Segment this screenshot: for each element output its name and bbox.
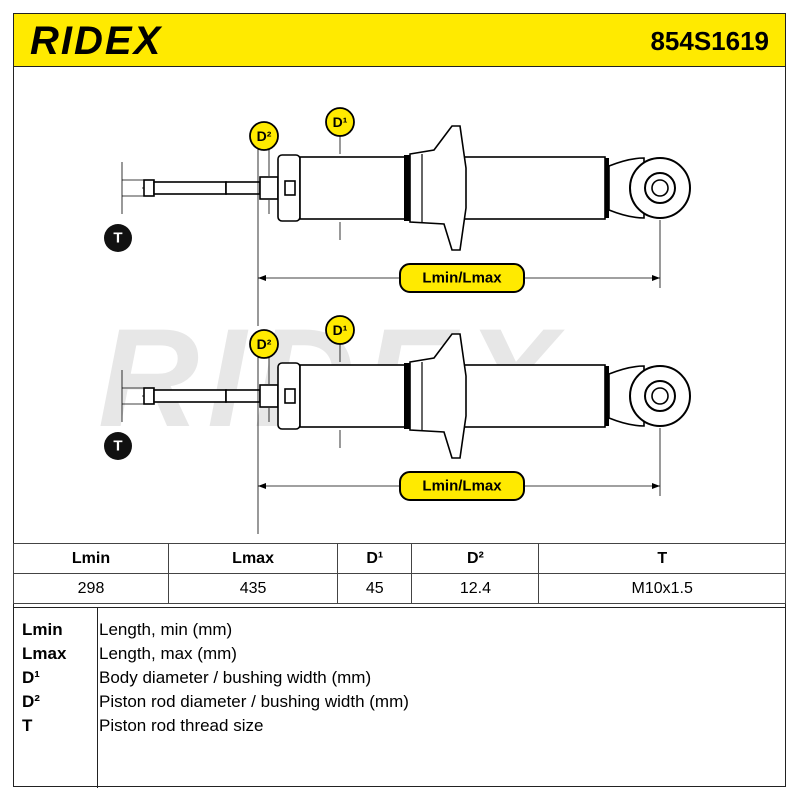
col-header-d1: D¹: [337, 543, 413, 574]
label-badge: [249, 121, 279, 151]
rod-nut: [259, 384, 279, 408]
mounting-bracket: [409, 125, 467, 251]
arrow-head: [652, 275, 660, 281]
arrow-head: [258, 275, 266, 281]
legend-key: T: [22, 716, 33, 735]
t-label: T: [104, 224, 132, 252]
body-band: [404, 155, 410, 221]
rod-tip: [143, 387, 155, 405]
d2-label-text: D²: [257, 336, 272, 352]
legend-item: D² Piston rod diameter / bushing width (…: [13, 692, 786, 716]
value-d1: 45: [337, 573, 413, 604]
length-label-text: Lmin/Lmax: [422, 478, 502, 495]
header-bar: RIDEX 854S1619: [13, 13, 786, 67]
d1-label: D¹: [325, 315, 355, 345]
col-header-lmax: Lmax: [167, 543, 339, 574]
eye-hole: [651, 179, 669, 197]
piston-rod: [225, 181, 261, 195]
cap-insert: [284, 180, 296, 196]
eye-hole: [651, 387, 669, 405]
legend-item: T Piston rod thread size: [13, 716, 786, 740]
label-badge: [325, 107, 355, 137]
piston-rod-thread: [153, 181, 227, 195]
d2-label-text: D²: [257, 128, 272, 144]
label-badge: [249, 329, 279, 359]
legend-desc: Length, max (mm): [99, 644, 237, 663]
d1-label: D¹: [325, 107, 355, 137]
legend: Lmin Length, min (mm) Lmax Length, max (…: [13, 607, 786, 788]
rod-nut: [259, 176, 279, 200]
shock-absorber-bottom: T D² D¹ Lmin/Lmax: [104, 315, 691, 534]
piston-rod: [225, 389, 261, 403]
arrow-head: [652, 483, 660, 489]
length-label: Lmin/Lmax: [399, 263, 525, 293]
shock-absorber-top: T D² D¹ Lmin/Lmax: [104, 107, 691, 326]
legend-item: Lmin Length, min (mm): [13, 620, 786, 644]
legend-desc: Length, min (mm): [99, 620, 233, 639]
label-badge: [104, 432, 132, 460]
body-band: [404, 363, 410, 429]
t-label-text: T: [113, 438, 122, 455]
specs-header-row: Lmin Lmax D¹ D² T: [13, 543, 786, 574]
part-number: 854S1619: [650, 26, 769, 56]
label-badge: [399, 263, 525, 293]
legend-key: D¹: [22, 668, 40, 687]
d2-label: D²: [249, 121, 279, 151]
legend-key: Lmin: [22, 620, 63, 639]
brand-logo: RIDEX: [30, 19, 163, 63]
rod-tip: [143, 179, 155, 197]
legend-desc: Piston rod diameter / bushing width (mm): [99, 692, 409, 711]
body-band: [605, 158, 609, 218]
legend-item: D¹ Body diameter / bushing width (mm): [13, 668, 786, 692]
legend-divider: [97, 608, 98, 788]
label-badge: [104, 224, 132, 252]
t-label-text: T: [113, 230, 122, 247]
t-label: T: [104, 432, 132, 460]
cap-insert: [284, 388, 296, 404]
col-header-d2: D²: [411, 543, 540, 574]
shock-absorber-drawing: T D² D¹ Lmin/Lmax T D² D¹ Lmin/Lmax: [104, 107, 691, 534]
mounting-bracket: [409, 333, 467, 459]
piston-rod-thread: [153, 389, 227, 403]
body-band: [605, 366, 609, 426]
length-label: Lmin/Lmax: [399, 471, 525, 501]
legend-desc: Piston rod thread size: [99, 716, 264, 735]
d1-label-text: D¹: [333, 114, 348, 130]
label-badge: [325, 315, 355, 345]
length-label-text: Lmin/Lmax: [422, 270, 502, 287]
specs-table: Lmin Lmax D¹ D² T 298 435 45 12.4 M10x1.…: [13, 543, 786, 604]
label-badge: [399, 471, 525, 501]
value-t: M10x1.5: [538, 573, 786, 604]
legend-key: Lmax: [22, 644, 67, 663]
d1-label-text: D¹: [333, 322, 348, 338]
arrow-head: [258, 483, 266, 489]
col-header-lmin: Lmin: [13, 543, 169, 574]
value-lmin: 298: [13, 573, 169, 604]
value-lmax: 435: [167, 573, 339, 604]
col-header-t: T: [538, 543, 786, 574]
legend-item: Lmax Length, max (mm): [13, 644, 786, 668]
legend-key: D²: [22, 692, 40, 711]
specs-value-row: 298 435 45 12.4 M10x1.5: [13, 573, 786, 604]
value-d2: 12.4: [411, 573, 540, 604]
legend-desc: Body diameter / bushing width (mm): [99, 668, 372, 687]
d2-label: D²: [249, 329, 279, 359]
